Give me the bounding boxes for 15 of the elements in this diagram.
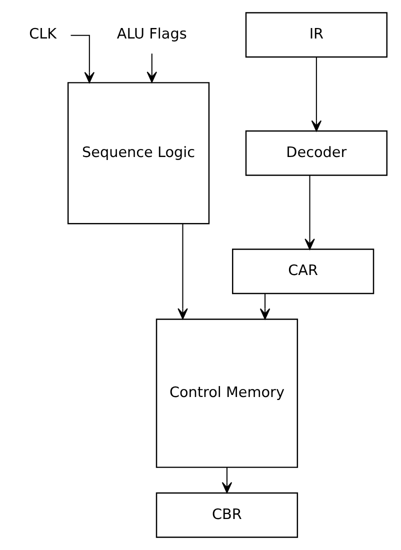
node-box: CAR	[232, 248, 374, 294]
node-text: CLK	[28, 26, 56, 43]
arrow	[146, 54, 157, 83]
node-box: Control Memory	[155, 318, 298, 468]
arrow	[70, 34, 94, 84]
arrow	[259, 294, 270, 320]
node-box: CBR	[155, 492, 298, 538]
arrow	[304, 175, 314, 250]
node-text: ALU Flags	[116, 26, 186, 43]
arrow	[221, 467, 232, 494]
arrow	[177, 224, 188, 320]
node-box: IR	[244, 12, 387, 58]
arrow	[310, 57, 322, 132]
node-box: Decoder	[244, 130, 387, 176]
node-box: Sequence Logic	[66, 82, 210, 224]
